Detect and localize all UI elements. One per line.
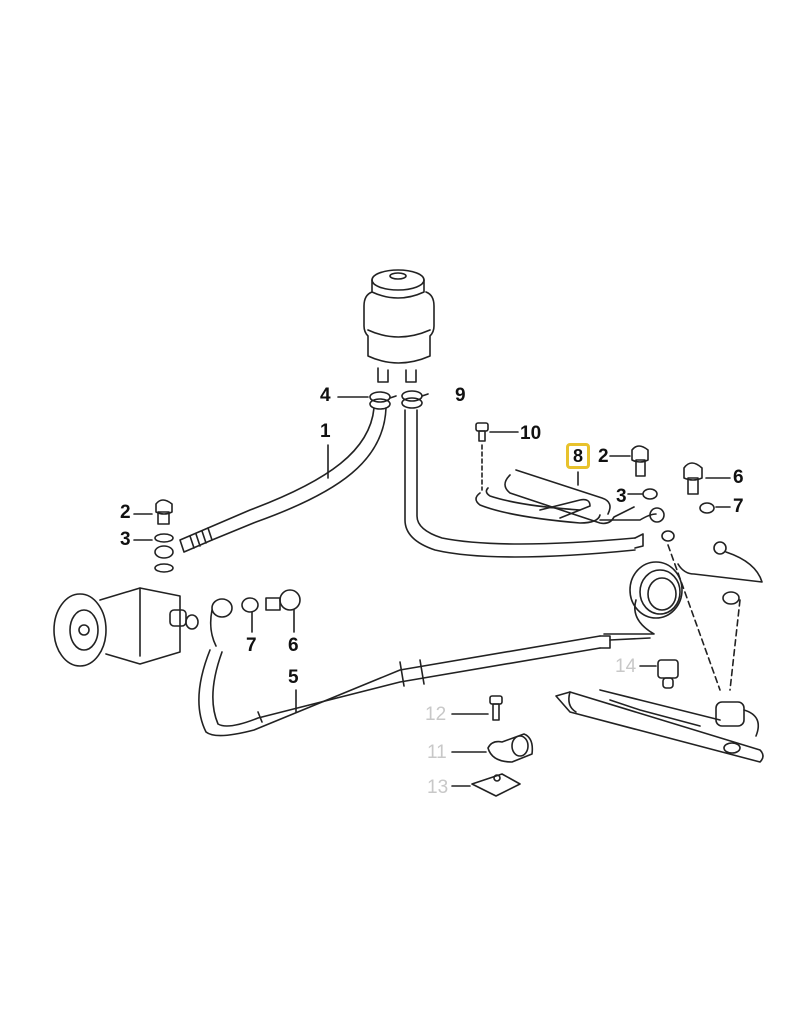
- part-label-10[interactable]: 10: [520, 423, 542, 444]
- leader-line: [667, 544, 721, 691]
- gasket-ring-7-right[interactable]: [699, 502, 715, 514]
- part-label-2-right[interactable]: 2: [598, 446, 609, 467]
- part-label-3-right[interactable]: 3: [616, 486, 627, 507]
- sealing-ring[interactable]: [154, 563, 174, 573]
- hex-bolt-12[interactable]: [489, 695, 503, 721]
- sealing-ring[interactable]: [722, 591, 740, 605]
- part-label-2[interactable]: 2: [120, 502, 131, 523]
- banjo-bolt-6-right[interactable]: [683, 462, 703, 495]
- part-label-1[interactable]: 1: [320, 421, 331, 442]
- hose-clamp-4[interactable]: [369, 391, 397, 410]
- steering-rack[interactable]: [555, 689, 764, 763]
- hose-clip-14[interactable]: [657, 659, 679, 689]
- part-label-7-right[interactable]: 7: [733, 496, 744, 517]
- part-label-4[interactable]: 4: [320, 385, 331, 406]
- leader-line: [729, 599, 741, 691]
- sealing-ring-3-right[interactable]: [642, 488, 658, 500]
- part-label-5[interactable]: 5: [288, 667, 299, 688]
- part-label-8-text: 8: [572, 445, 583, 466]
- part-label-12[interactable]: 12: [425, 704, 447, 725]
- sealing-ring-3-left[interactable]: [154, 533, 174, 543]
- banjo-bolt-2-left[interactable]: [155, 499, 173, 525]
- banjo-fitting-5[interactable]: [209, 598, 233, 647]
- sealing-ring[interactable]: [661, 530, 675, 542]
- return-hose-9[interactable]: [404, 409, 644, 558]
- part-label-14[interactable]: 14: [615, 656, 637, 677]
- part-label-3[interactable]: 3: [120, 529, 131, 550]
- coiled-pressure-line[interactable]: [603, 541, 763, 635]
- hex-bolt-10[interactable]: [475, 422, 489, 442]
- part-label-6[interactable]: 6: [288, 635, 299, 656]
- power-steering-pump[interactable]: [53, 587, 199, 667]
- banjo-bolt-6-left[interactable]: [265, 589, 301, 611]
- part-label-9[interactable]: 9: [455, 385, 466, 406]
- part-label-8-highlighted[interactable]: 8: [566, 443, 590, 469]
- oil-cooling-coil-8[interactable]: [475, 469, 665, 525]
- clip-nut-13[interactable]: [471, 773, 521, 797]
- suction-hose-1[interactable]: [179, 407, 387, 553]
- part-label-11[interactable]: 11: [427, 742, 447, 763]
- hose-clamp-9[interactable]: [401, 390, 429, 409]
- banjo-fitting[interactable]: [154, 545, 174, 559]
- part-label-7[interactable]: 7: [246, 635, 257, 656]
- hose-holder-11[interactable]: [487, 733, 534, 763]
- part-label-6-right[interactable]: 6: [733, 467, 744, 488]
- gasket-ring-7-left[interactable]: [241, 597, 259, 613]
- pressure-hose-5[interactable]: [198, 635, 651, 737]
- part-label-13[interactable]: 13: [427, 777, 449, 798]
- banjo-bolt-2-right[interactable]: [631, 445, 649, 477]
- reservoir[interactable]: [363, 269, 435, 383]
